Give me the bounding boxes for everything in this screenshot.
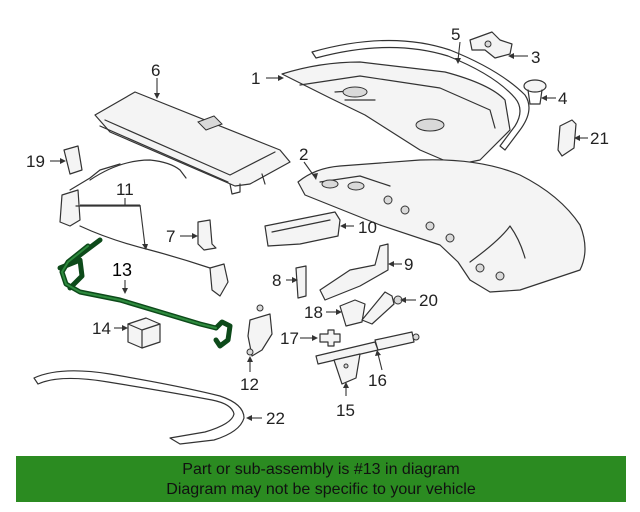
part-9-bracket[interactable]: [319, 243, 389, 301]
part-16-gas-strut[interactable]: [315, 331, 420, 365]
callout-9: 9: [404, 255, 413, 274]
callout-5: 5: [451, 25, 460, 44]
part-10-trim-bracket[interactable]: [264, 211, 341, 247]
part-18-bracket[interactable]: [339, 299, 366, 327]
callout-7: 7: [166, 227, 175, 246]
part-5-trim-strip[interactable]: [311, 39, 530, 151]
parts-diagram: 1 2 3 4 5 6 7 8 9 10 11 12 13 14 15 16 1…: [26, 25, 609, 445]
callout-10: 10: [358, 218, 377, 237]
callout-12: 12: [240, 375, 259, 394]
part-info-banner: Part or sub-assembly is #13 in diagram D…: [16, 456, 626, 502]
callout-labels: 1 2 3 4 5 6 7 8 9 10 11 12 13 14 15 16 1…: [26, 25, 609, 428]
callout-15: 15: [336, 401, 355, 420]
part-19-bracket[interactable]: [63, 145, 83, 175]
callout-18: 18: [304, 303, 323, 322]
part-22-seal[interactable]: [33, 370, 245, 445]
part-1-top-panel[interactable]: [281, 61, 511, 166]
callout-21: 21: [590, 129, 609, 148]
part-2-shelf-panel[interactable]: [297, 159, 586, 293]
callout-8: 8: [272, 271, 281, 290]
leader-lines: [50, 41, 588, 421]
callout-1: 1: [251, 69, 260, 88]
part-3-bracket[interactable]: [469, 31, 513, 59]
banner-line-2: Diagram may not be specific to your vehi…: [166, 481, 476, 498]
callout-3: 3: [531, 48, 540, 67]
callout-11: 11: [116, 180, 134, 199]
part-12-hinge[interactable]: [246, 304, 273, 357]
part-21-bracket[interactable]: [557, 119, 577, 157]
part-20-hinge[interactable]: [361, 291, 403, 325]
callout-13: 13: [112, 260, 132, 280]
part-6-cargo-cover[interactable]: [94, 91, 291, 195]
part-15-bracket[interactable]: [333, 353, 361, 385]
banner-line-1: Part or sub-assembly is #13 in diagram: [182, 461, 460, 478]
callout-19: 19: [26, 152, 45, 171]
callout-16: 16: [368, 371, 387, 390]
part-14-block[interactable]: [127, 317, 161, 349]
callout-2: 2: [299, 145, 308, 164]
callout-4: 4: [558, 89, 567, 108]
part-4-grommet[interactable]: [523, 79, 547, 105]
callout-6: 6: [151, 61, 160, 80]
part-13-highlighted[interactable]: [57, 237, 233, 349]
callout-20: 20: [419, 291, 438, 310]
callout-17: 17: [280, 329, 299, 348]
part-11-cable[interactable]: [59, 159, 229, 297]
callout-22: 22: [266, 409, 285, 428]
part-7-clip[interactable]: [197, 219, 217, 251]
callout-14: 14: [92, 319, 111, 338]
part-8-clip[interactable]: [295, 265, 307, 299]
part-17-fastener[interactable]: [319, 329, 341, 347]
